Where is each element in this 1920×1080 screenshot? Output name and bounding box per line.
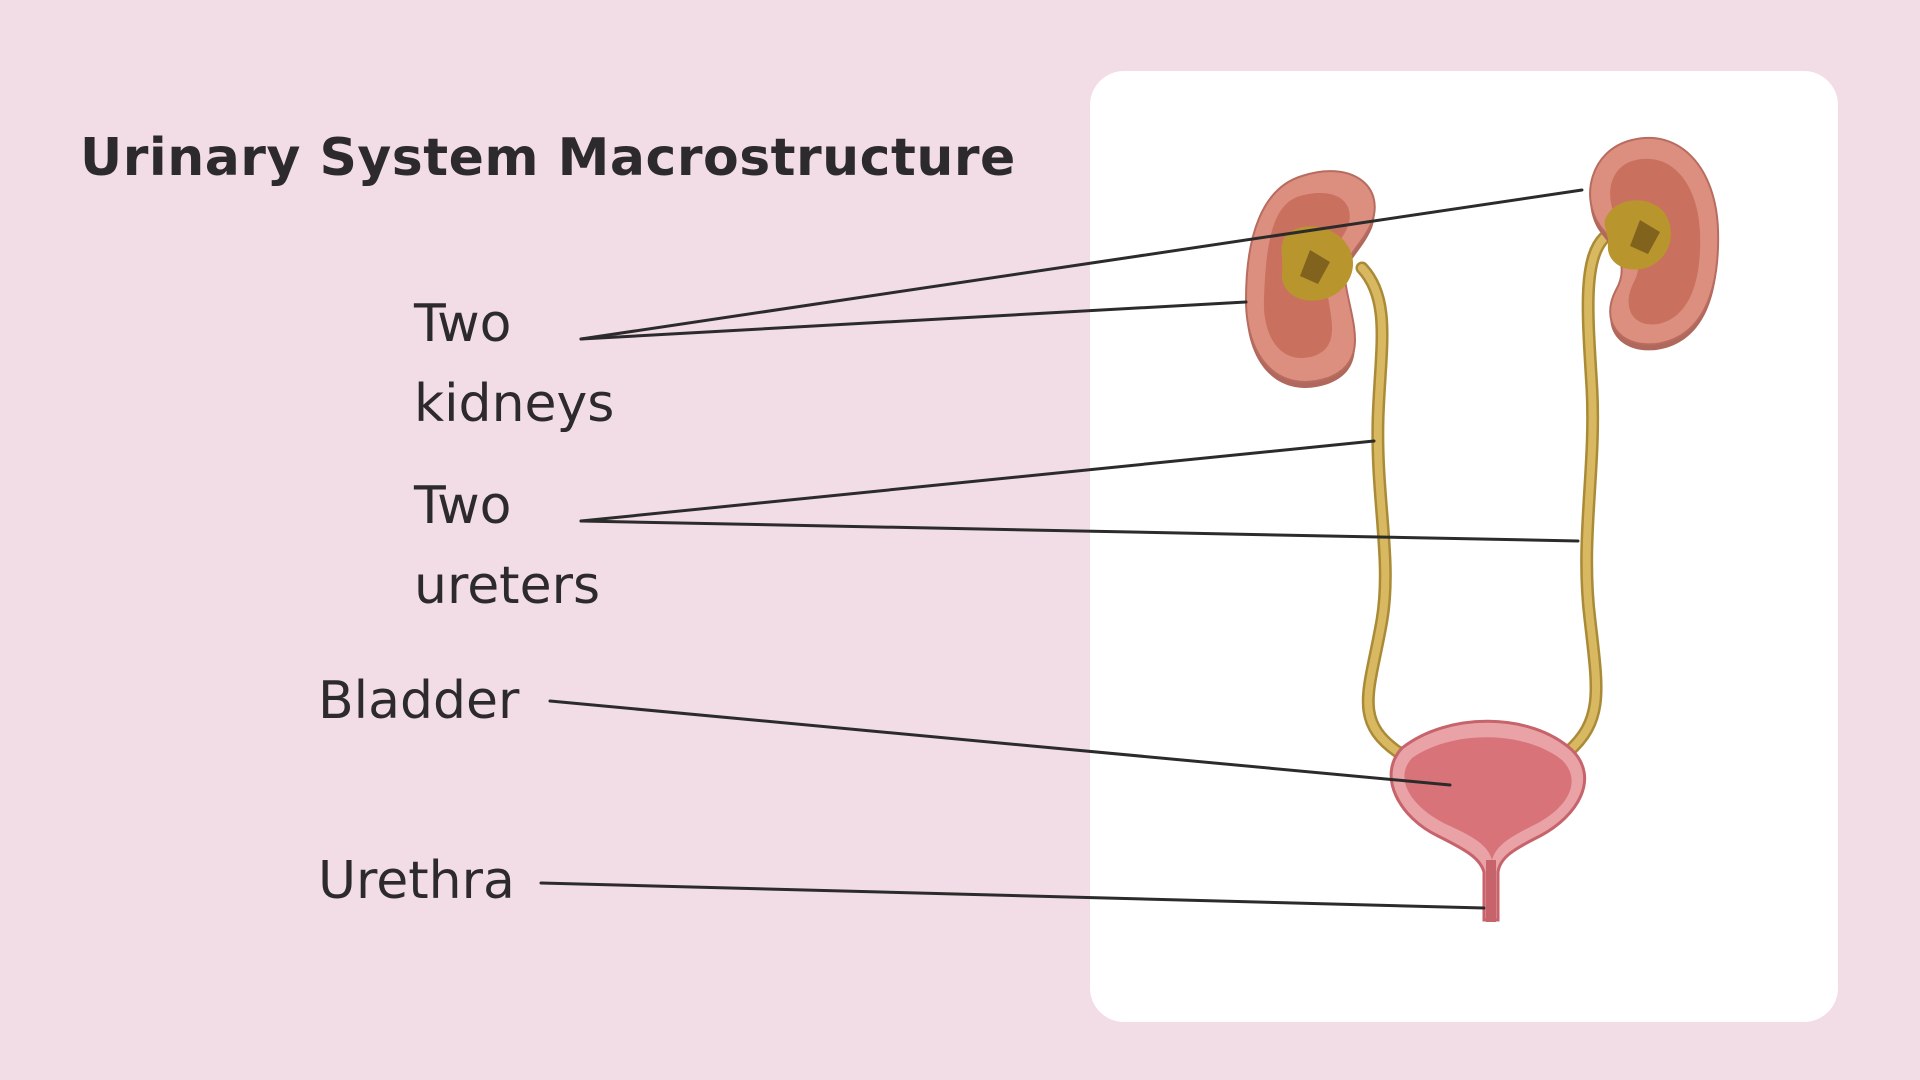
leader-line-right-kidney (579, 188, 1584, 341)
leader-line-urethra (539, 881, 1486, 910)
left-kidney (1244, 170, 1376, 388)
label-two-ureters-line2: ureters (414, 556, 601, 616)
label-urethra: Urethra (318, 851, 515, 911)
label-bladder: Bladder (318, 671, 520, 731)
slide-title: Urinary System Macrostructure (80, 128, 1016, 188)
label-two-kidneys: Two kidneys (414, 284, 614, 444)
leader-line-right-ureter (579, 519, 1580, 543)
label-two-ureters: Two ureters (414, 466, 600, 626)
leader-lines (539, 188, 1584, 910)
label-two-kidneys-line2: kidneys (414, 374, 615, 434)
leader-line-left-ureter (579, 439, 1376, 523)
label-two-kidneys-line1: Two (414, 294, 512, 354)
leader-line-bladder (548, 699, 1452, 787)
right-kidney (1589, 137, 1720, 351)
bladder (1389, 719, 1587, 922)
leader-line-left-kidney (579, 300, 1248, 341)
label-two-ureters-line1: Two (414, 476, 512, 536)
